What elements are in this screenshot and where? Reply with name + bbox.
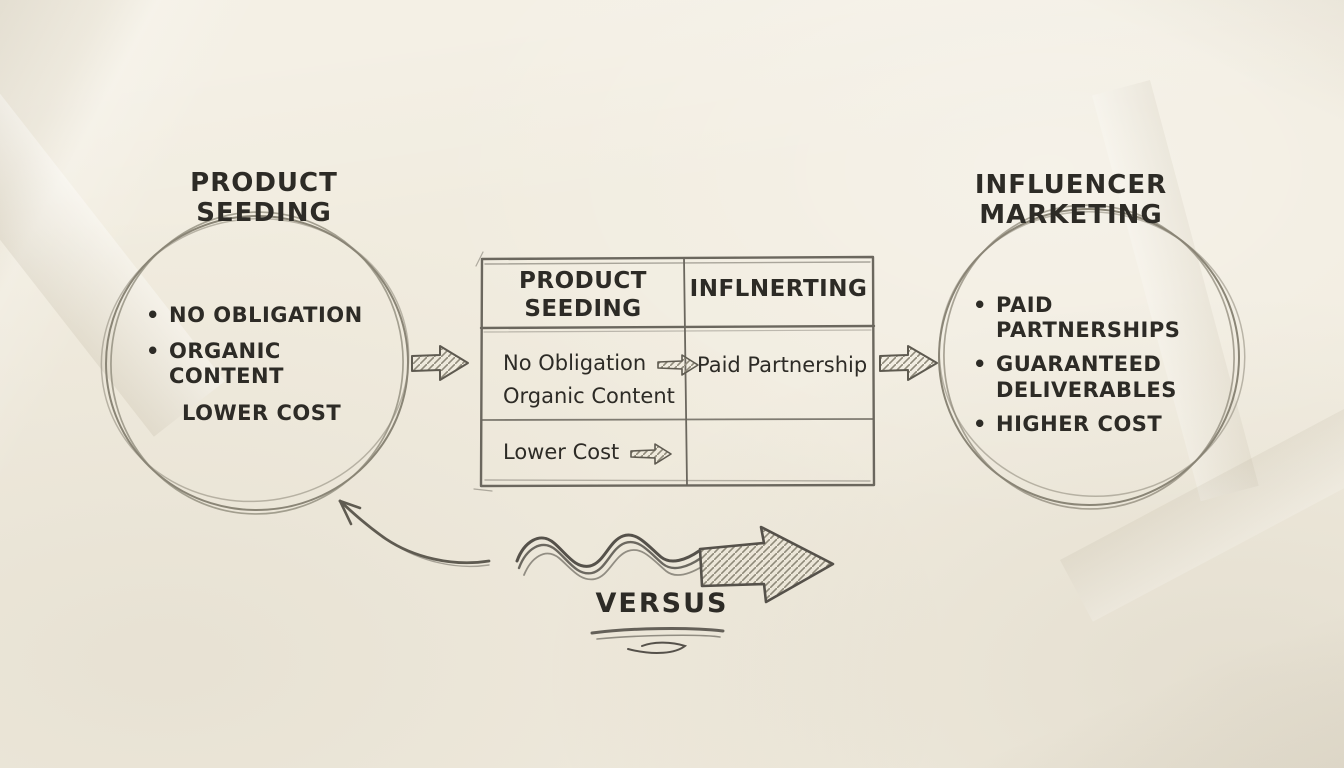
table-cell-text: No Obligation bbox=[503, 351, 647, 375]
table-cell-text: Lower Cost bbox=[503, 440, 620, 464]
list-item-label: NO OBLIGATION bbox=[169, 303, 363, 327]
versus-label: VERSUS bbox=[595, 588, 729, 619]
bullet-dot: • bbox=[146, 303, 160, 327]
wavy-versus-arrow-icon bbox=[515, 525, 835, 604]
list-item: • HIGHER COST bbox=[973, 412, 1245, 437]
table-cell-text: Organic Content bbox=[503, 383, 675, 408]
right-block-arrow-icon bbox=[879, 345, 938, 381]
table-cell-text: Paid Partnership bbox=[697, 353, 868, 377]
list-item: LOWER COST bbox=[146, 401, 394, 426]
bullet-dot: • bbox=[973, 411, 987, 436]
table-row: No Obligation Organic Content bbox=[503, 347, 700, 412]
table-row: Lower Cost bbox=[503, 436, 673, 469]
list-item-label: LOWER COST bbox=[182, 400, 342, 425]
list-item-label: PAID PARTNERSHIPS bbox=[996, 293, 1181, 343]
cell-arrow-right-icon bbox=[657, 353, 699, 376]
curved-arrow-icon bbox=[338, 499, 491, 568]
list-item-label: GUARANTEED DELIVERABLES bbox=[996, 352, 1177, 402]
bullet-dot: • bbox=[973, 293, 987, 317]
left-block-arrow-icon bbox=[411, 345, 469, 381]
list-item: • PAID PARTNERSHIPS bbox=[973, 293, 1245, 343]
cell-arrow-right-icon bbox=[630, 442, 673, 465]
list-item: • ORGANIC CONTENT bbox=[146, 339, 394, 389]
right-circle-sketch-icon bbox=[938, 204, 1246, 510]
right-section-title: INFLUENCER MARKETING bbox=[974, 170, 1168, 230]
list-item-label: HIGHER COST bbox=[996, 411, 1163, 436]
versus-underline-icon bbox=[590, 627, 725, 654]
list-item: • GUARANTEED DELIVERABLES bbox=[973, 352, 1245, 402]
left-section-title: PRODUCT SEEDING bbox=[190, 168, 338, 228]
bullet-dot: • bbox=[146, 339, 160, 364]
table-row: Paid Partnership bbox=[697, 349, 867, 382]
table-header-influencer: INFLNERTING bbox=[689, 276, 868, 302]
comparison-table-frame bbox=[473, 251, 876, 492]
left-bullet-list: • NO OBLIGATION • ORGANIC CONTENT LOWER … bbox=[146, 303, 394, 426]
list-item-label: ORGANIC CONTENT bbox=[169, 339, 284, 389]
list-item: • NO OBLIGATION bbox=[146, 303, 394, 328]
bullet-dot: • bbox=[973, 352, 987, 377]
table-header-product-seeding: PRODUCT SEEDING bbox=[519, 268, 647, 322]
right-bullet-list: • PAID PARTNERSHIPS • GUARANTEED DELIVER… bbox=[973, 293, 1245, 437]
left-circle-sketch-icon bbox=[100, 211, 410, 515]
